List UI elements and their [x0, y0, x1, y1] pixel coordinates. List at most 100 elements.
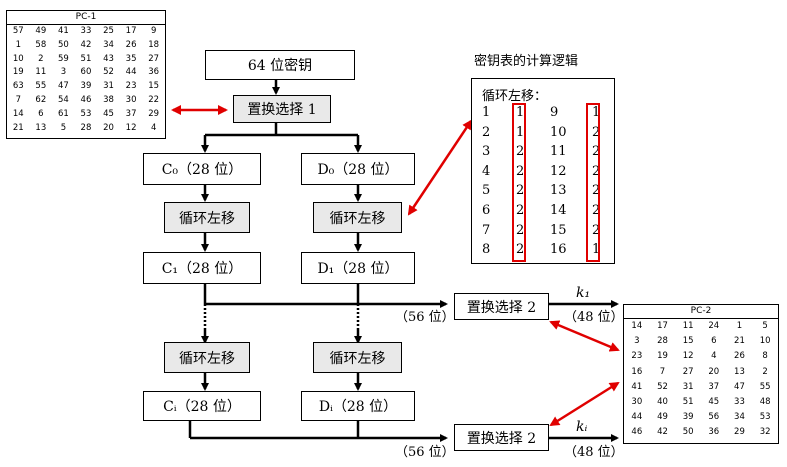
matrix-cell: 23: [631, 351, 643, 362]
matrix-cell: 12: [682, 351, 694, 362]
ki-label: kᵢ: [576, 419, 588, 435]
matrix-cell: 13: [734, 366, 745, 377]
matrix-cell: 14: [631, 321, 643, 331]
k1-label: k₁: [576, 285, 591, 301]
matrix-cell: 32: [759, 427, 771, 438]
c-shift-box-1: 循环左移: [164, 202, 250, 233]
matrix-cell: 7: [15, 94, 21, 105]
shift-count-cell: 2: [516, 183, 525, 199]
d1-box: D₁（28 位）: [301, 252, 415, 284]
round-number-cell: 3: [482, 144, 491, 160]
matrix-cell: 38: [103, 94, 114, 105]
matrix-cell: 46: [631, 427, 643, 438]
pc2-select-label-i: 置换选择 2: [466, 430, 537, 447]
round-number-cell: 12: [550, 163, 567, 179]
matrix-cell: 5: [60, 122, 67, 133]
matrix-cell: 33: [734, 397, 745, 408]
c-shift-box-i: 循环左移: [164, 342, 250, 373]
matrix-cell: 41: [631, 381, 643, 392]
shift-count-cell: 1: [516, 124, 525, 140]
shift-count-cell: 2: [516, 163, 525, 179]
matrix-cell: 51: [682, 397, 694, 408]
matrix-cell: 59: [57, 53, 69, 64]
matrix-cell: 27: [682, 366, 694, 377]
d-shift-box-1: 循环左移: [313, 202, 402, 233]
pc2-select-box-i: 置换选择 2: [454, 424, 549, 451]
c0-label: C₀（28 位）: [161, 162, 243, 178]
matrix-cell: 58: [35, 39, 47, 50]
c-shift-label-1: 循环左移: [179, 210, 235, 227]
shift-count-cell: 2: [516, 203, 525, 218]
matrix-cell: 14: [12, 108, 24, 119]
shift-count-cell: 2: [516, 144, 525, 160]
matrix-cell: 23: [125, 81, 137, 92]
matrix-cell: 31: [103, 81, 114, 92]
bits56-label-1: （56 位）: [395, 310, 455, 325]
matrix-cell: 47: [734, 381, 745, 392]
matrix-cell: 50: [57, 39, 69, 50]
round-number-cell: 14: [550, 203, 567, 218]
matrix-cell: 21: [12, 122, 24, 133]
matrix-cell: 22: [148, 94, 160, 105]
matrix-cell: 1: [15, 39, 21, 50]
matrix-cell: 39: [80, 81, 92, 92]
matrix-cell: 10: [759, 336, 771, 347]
matrix-cell: 17: [125, 26, 137, 36]
c-shift-label-i: 循环左移: [179, 350, 235, 367]
shift-count-cell: 1: [592, 242, 601, 258]
matrix-cell: 26: [734, 351, 745, 362]
ci-label: Cᵢ（28 位）: [163, 399, 241, 415]
c0-box: C₀（28 位）: [143, 153, 261, 185]
matrix-cell: 29: [734, 427, 745, 438]
round-number-cell: 8: [482, 242, 491, 258]
matrix-cell: 46: [80, 94, 92, 105]
matrix-cell: 52: [657, 381, 668, 392]
matrix-cell: 24: [708, 321, 720, 331]
matrix-cell: 17: [657, 321, 668, 331]
round-number-cell: 11: [550, 144, 567, 160]
matrix-cell: 8: [762, 351, 768, 362]
pc1-select-label: 置换选择 1: [247, 102, 317, 118]
c1-box: C₁（28 位）: [143, 252, 261, 284]
matrix-cell: 13: [35, 122, 47, 133]
matrix-cell: 26: [125, 39, 137, 50]
matrix-cell: 28: [80, 122, 92, 133]
matrix-cell: 20: [103, 122, 114, 133]
matrix-cell: 37: [125, 108, 137, 119]
pc1-select-box: 置换选择 1: [233, 95, 331, 123]
matrix-cell: 30: [631, 397, 643, 408]
matrix-cell: 41: [57, 26, 69, 36]
d-shift-label-1: 循环左移: [329, 210, 386, 227]
c1-label: C₁（28 位）: [161, 261, 243, 277]
matrix-cell: 36: [148, 67, 160, 78]
matrix-cell: 29: [148, 108, 160, 119]
shift-table-heading: 循环左移：: [482, 89, 548, 104]
matrix-cell: 5: [762, 321, 768, 331]
round-number-cell: 9: [550, 105, 559, 120]
ci-box: Cᵢ（28 位）: [143, 391, 261, 421]
matrix-cell: 6: [38, 108, 44, 119]
shift-count-cell: 2: [592, 183, 601, 199]
matrix-cell: 15: [148, 81, 160, 92]
shift-count-cell: 1: [516, 105, 525, 120]
matrix-cell: 4: [711, 351, 717, 362]
matrix-cell: 61: [57, 108, 69, 119]
round-number-cell: 15: [550, 222, 567, 238]
shift-count-cell: 2: [592, 124, 601, 140]
matrix-cell: 53: [759, 412, 771, 423]
matrix-cell: 43: [103, 53, 114, 64]
pc1-title: PC-1: [7, 11, 165, 25]
matrix-cell: 53: [80, 108, 92, 119]
key-64bit-label: 64 位密钥: [247, 58, 313, 74]
